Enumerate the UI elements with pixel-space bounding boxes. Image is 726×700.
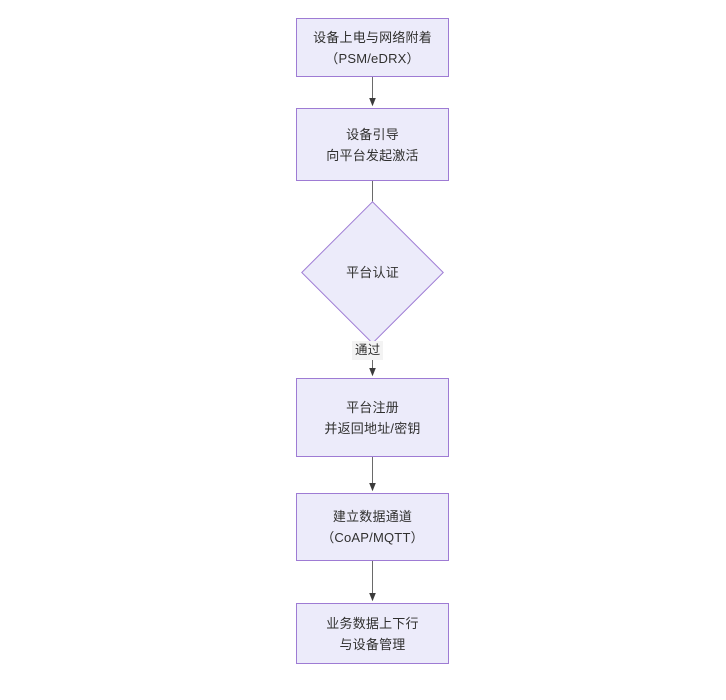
- node-label-line: 设备上电与网络附着: [313, 29, 432, 45]
- edge-label-pass: 通过: [352, 341, 384, 360]
- node-label-line: 平台注册: [346, 399, 399, 415]
- node-device-power-on[interactable]: 设备上电与网络附着 （PSM/eDRX）: [296, 18, 449, 77]
- node-label-line: 设备引导: [346, 126, 399, 142]
- node-platform-authentication[interactable]: 平台认证: [301, 201, 444, 344]
- node-label-line: 平台认证: [346, 265, 399, 280]
- node-label-line: 建立数据通道: [332, 509, 413, 524]
- node-device-bootstrap[interactable]: 设备引导 向平台发起激活: [296, 108, 449, 181]
- node-label-line: （CoAP/MQTT）: [321, 530, 424, 545]
- node-label-line: 与设备管理: [339, 636, 406, 652]
- node-label-line: 业务数据上下行: [326, 615, 419, 631]
- node-label-line: （PSM/eDRX）: [325, 50, 420, 66]
- node-label-line: 并返回地址/密钥: [324, 420, 421, 436]
- node-label-line: 向平台发起激活: [326, 147, 419, 163]
- node-platform-registration[interactable]: 平台注册 并返回地址/密钥: [296, 378, 449, 457]
- node-establish-data-channel[interactable]: 建立数据通道 （CoAP/MQTT）: [296, 493, 449, 561]
- node-business-data-and-device-management[interactable]: 业务数据上下行 与设备管理: [296, 603, 449, 664]
